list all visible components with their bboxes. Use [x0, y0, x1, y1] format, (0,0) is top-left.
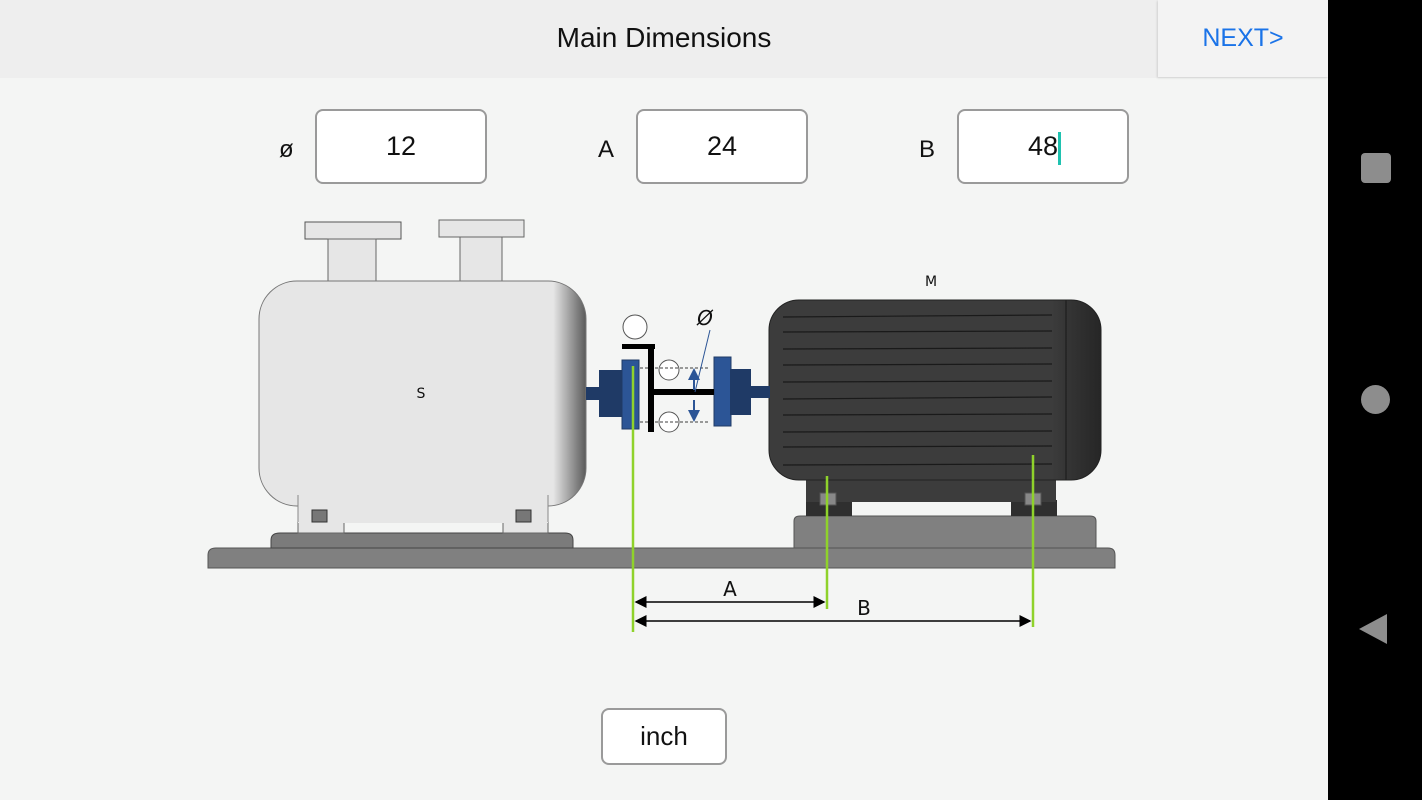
measurement-lines [631, 366, 1035, 632]
dimension-a: A [634, 577, 826, 608]
text-cursor [1058, 132, 1061, 165]
diameter-label: ø [279, 136, 294, 163]
dim-b-label: B [857, 596, 871, 620]
unit-toggle-button[interactable]: inch [601, 708, 727, 765]
base-plate [207, 547, 1116, 569]
a-input[interactable] [636, 109, 808, 184]
page-title: Main Dimensions [556, 22, 772, 53]
next-button[interactable]: NEXT> [1158, 0, 1328, 77]
diameter-symbol: Ø [696, 306, 714, 330]
stationary-label: S [417, 386, 426, 402]
recents-icon[interactable] [1361, 153, 1391, 183]
home-icon[interactable] [1361, 385, 1390, 414]
coupling: Ø [586, 306, 770, 433]
b-input[interactable] [957, 109, 1129, 184]
machine-diagram: S M [207, 219, 1116, 632]
diameter-input[interactable] [315, 109, 487, 184]
app-screen: Main Dimensions NEXT> ø A B [0, 0, 1328, 765]
a-label: A [598, 136, 615, 163]
android-nav-bar [1328, 0, 1422, 800]
back-icon[interactable] [1359, 614, 1387, 644]
movable-label: M [925, 274, 937, 290]
b-label: B [919, 136, 936, 163]
dim-a-label: A [723, 577, 737, 601]
dimension-b: B [634, 596, 1032, 627]
movable-machine: M [768, 274, 1102, 549]
motor-cooling-fins [782, 314, 1053, 466]
stationary-machine: S [258, 219, 587, 549]
header-bar: Main Dimensions NEXT> [0, 0, 1328, 78]
